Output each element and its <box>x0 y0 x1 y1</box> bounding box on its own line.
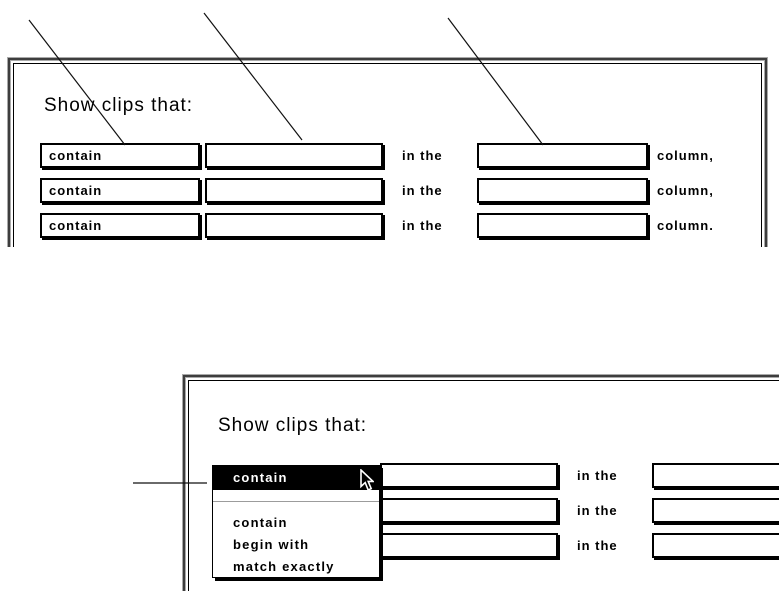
operator-popup-button[interactable]: contain <box>40 143 200 168</box>
column-popup-button[interactable] <box>652 533 779 558</box>
cursor-arrow-icon <box>360 469 374 492</box>
value-input[interactable] <box>380 498 558 523</box>
operator-menu-selected-item[interactable]: contain <box>213 466 379 490</box>
menu-separator <box>213 501 379 502</box>
filter-row: contain in the column, <box>14 178 768 206</box>
column-suffix-label: column. <box>657 218 714 233</box>
menu-item-match-exactly[interactable]: match exactly <box>233 559 335 574</box>
operator-popup-button[interactable]: contain <box>40 178 200 203</box>
filter-panel-bottom: Show clips that: in the in the in the co… <box>182 374 779 591</box>
value-input[interactable] <box>380 533 558 558</box>
filter-row: in the <box>189 463 779 491</box>
column-suffix-label: column, <box>657 148 714 163</box>
in-the-label: in the <box>577 503 618 518</box>
value-input[interactable] <box>205 213 383 238</box>
column-popup-button[interactable] <box>652 498 779 523</box>
value-input[interactable] <box>205 178 383 203</box>
in-the-label: in the <box>577 468 618 483</box>
menu-item-contain[interactable]: contain <box>233 515 288 530</box>
panel-content: Show clips that: contain in the column, … <box>14 64 768 247</box>
in-the-label: in the <box>402 148 443 163</box>
in-the-label: in the <box>402 218 443 233</box>
operator-popup-button[interactable]: contain <box>40 213 200 238</box>
filter-row: contain in the column. <box>14 213 768 241</box>
value-input[interactable] <box>380 463 558 488</box>
filter-row: in the <box>189 498 779 526</box>
menu-options-list: contain begin with match exactly <box>213 512 379 578</box>
in-the-label: in the <box>402 183 443 198</box>
menu-item-begin-with[interactable]: begin with <box>233 537 310 552</box>
filter-row: contain in the column, <box>14 143 768 171</box>
column-popup-button[interactable] <box>477 143 648 168</box>
filter-panel-top: Show clips that: contain in the column, … <box>7 57 768 247</box>
panel-title: Show clips that: <box>44 95 194 116</box>
filter-row: in the <box>189 533 779 561</box>
operator-menu: contain contain begin with match exactly <box>212 465 380 578</box>
in-the-label: in the <box>577 538 618 553</box>
column-popup-button[interactable] <box>477 178 648 203</box>
column-suffix-label: column, <box>657 183 714 198</box>
value-input[interactable] <box>205 143 383 168</box>
column-popup-button[interactable] <box>652 463 779 488</box>
panel-title: Show clips that: <box>218 415 368 436</box>
column-popup-button[interactable] <box>477 213 648 238</box>
panel-content: Show clips that: in the in the in the co… <box>189 381 779 591</box>
